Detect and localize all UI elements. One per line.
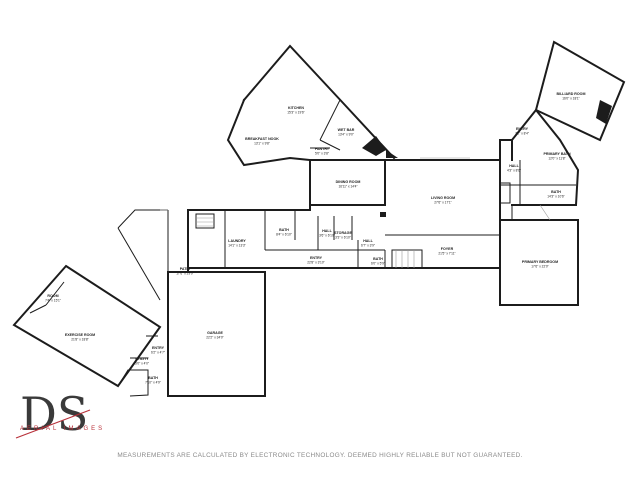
room-name-pantry: PANTRY [315,147,330,151]
room-dims-entry_ne: 7'2" x 8'4" [515,131,529,135]
room-name-dining: DINING ROOM [336,180,361,184]
room-name-wetbar: WET BAR [338,128,355,132]
room-dims-utility: 5'0" x 4'0" [135,361,149,365]
west-wing-walls [12,264,162,397]
east-wing-walls [499,40,626,306]
room-name-entry_c: ENTRY [310,256,323,260]
room-name-bath_s: BATH [373,257,383,261]
room-name-hall_e: HALL [509,164,519,168]
room-dims-pbath: 12'0" x 11'8" [548,156,565,160]
room-dims-garage: 22'2" x 34'0" [206,335,223,339]
room-name-pbed: PRIMARY BEDROOM [522,260,558,264]
room-name-living: LIVING ROOM [431,196,455,200]
room-name-foyer: FOYER [441,247,454,251]
room-dims-breakfast: 13'1" x 9'8" [254,141,270,145]
room-name-room_w: ROOM [47,294,58,298]
room-name-laundry: LAUNDRY [228,239,246,243]
room-dims-room_w: 7'4" x 15'1" [45,298,61,302]
room-name-hall_c: HALL [322,229,332,233]
room-dims-bath_e: 14'3" x 10'6" [547,194,564,198]
room-dims-hall_e: 4'3" x 8'6" [507,168,521,172]
disclaimer-text: MEASUREMENTS ARE CALCULATED BY ELECTRONI… [117,452,523,459]
room-dims-storage: 3'3" x 6'10" [335,235,351,239]
room-name-garage: GARAGE [207,331,223,335]
room-name-billiard: BILLIARD ROOM [557,92,586,96]
room-dims-foyer: 21'5" x 7'11" [438,251,455,255]
logo-tagline: AERIAL IMAGES [20,426,105,432]
room-dims-entry_c: 22'8" x 3'10" [307,260,324,264]
room-dims-hall_d: 6'7" x 3'9" [361,243,375,247]
room-dims-entry_w: 6'2" x 4'7" [151,350,165,354]
room-dims-billiard: 16'0" x 18'1" [562,96,579,100]
room-name-entry_w: ENTRY [152,346,165,350]
room-name-exercise: EXERCISE ROOM [65,333,95,337]
room-name-entry_ne: ENTRY [516,127,529,131]
room-name-utility: UTILITY [135,357,149,361]
patio-garage-walls [117,209,266,397]
room-dims-exercise: 21'8" x 18'8" [71,337,88,341]
room-name-pbath: PRIMARY BATH [543,152,570,156]
room-name-hall_d: HALL [363,239,373,243]
room-dims-pantry: 5'0" x 3'8" [315,151,329,155]
room-dims-wetbar: 13'4" x 9'0" [338,132,354,136]
room-dims-pbed: 17'6" x 22'0" [531,264,548,268]
room-dims-kitchen: 15'3" x 19'6" [287,110,304,114]
room-name-kitchen: KITCHEN [288,106,304,110]
room-dims-bath_s: 6'0" x 5'9" [371,261,385,265]
kitchen-dining-walls [226,44,398,206]
room-name-patio: PATIO [180,267,191,271]
company-logo: DS AERIAL IMAGES [15,387,105,441]
room-dims-living: 27'6" x 17'1" [434,200,451,204]
room-dims-bath_w: 7'10" x 4'9" [145,380,161,384]
room-name-bath_c: BATH [279,228,289,232]
room-name-storage: STORAGE [334,231,352,235]
room-name-bath_e: BATH [551,190,561,194]
room-dims-dining: 16'11" x 14'4" [338,184,357,188]
room-name-breakfast: BREAKFAST NOOK [245,137,279,141]
room-name-bath_w: BATH [148,376,158,380]
room-dims-patio: 17'6" x 29'9" [176,271,193,275]
room-dims-hall_c: 3'6" x 6'10" [319,233,335,237]
room-dims-bath_c: 8'4" x 6'10" [276,232,292,236]
room-dims-laundry: 14'1" x 13'3" [228,243,245,247]
